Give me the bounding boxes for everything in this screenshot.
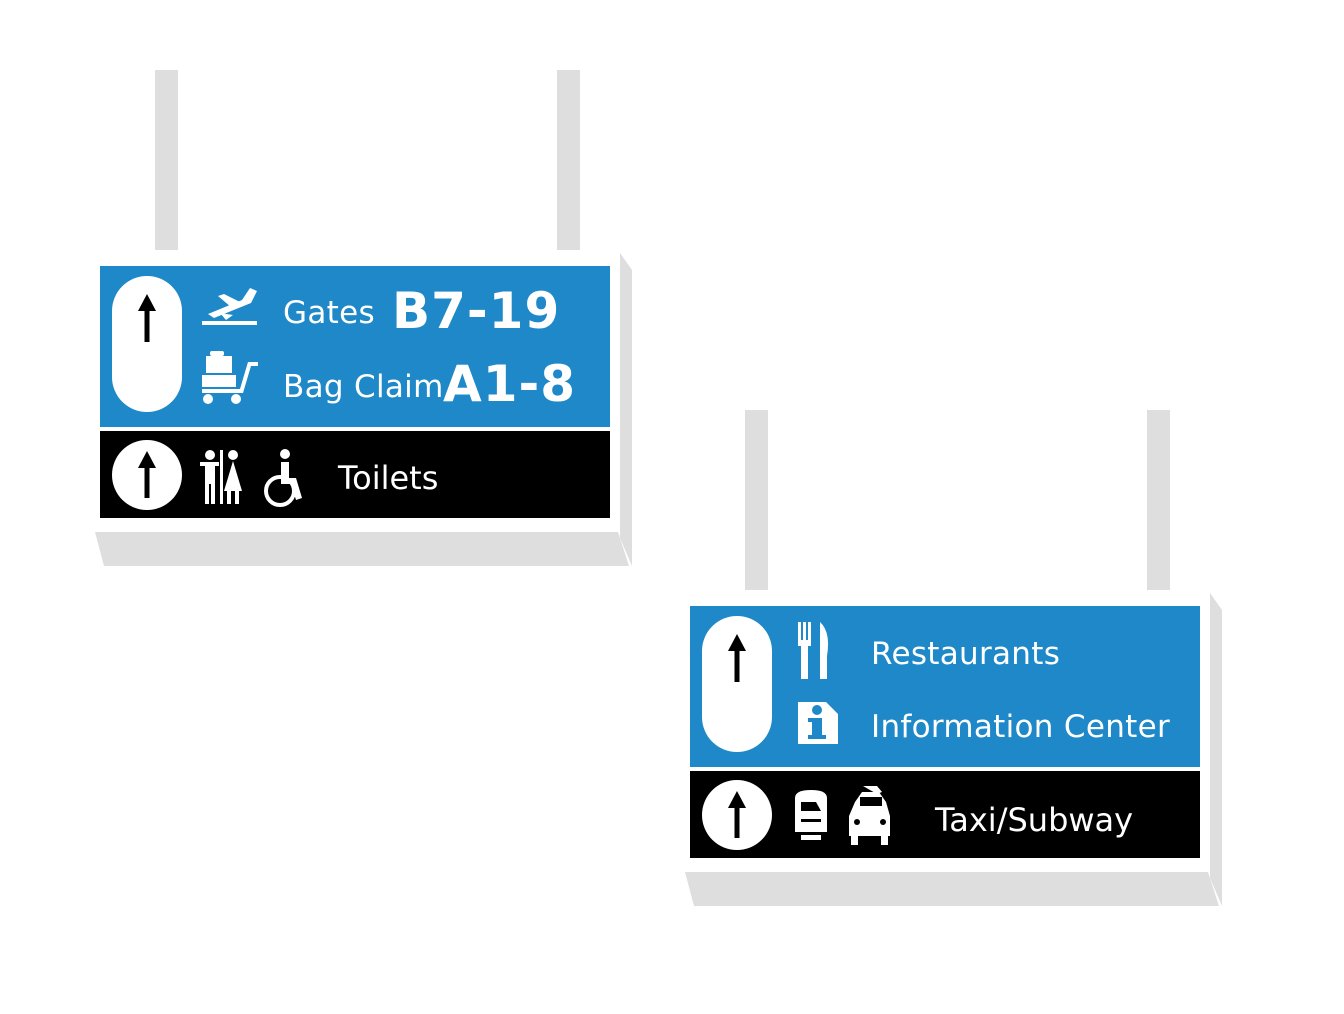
sign-frame-side [620, 253, 632, 566]
up-arrow-icon [112, 276, 182, 412]
hanger-rod-left [155, 70, 178, 250]
sign-frame-base [685, 872, 1219, 906]
sign-restaurants-transport: Restaurants Information Center Taxi/Subw… [680, 410, 1225, 910]
departing-plane-icon [202, 288, 257, 325]
baggage-cart-icon [202, 351, 258, 404]
hanger-rod-right [1147, 410, 1170, 590]
hanger-rod-right [557, 70, 580, 250]
fork-knife-icon [798, 622, 829, 679]
sign-frame-side [1210, 593, 1222, 906]
blue-panel [100, 266, 610, 427]
black-panel [690, 771, 1200, 858]
hanger-rod-left [745, 410, 768, 590]
information-icon [798, 702, 838, 744]
subway-train-icon [795, 790, 827, 840]
sign-gates-baggage: Gates B7-19 Bag Claim A1-8 Toilets [90, 70, 635, 570]
gates-label: Gates [283, 295, 375, 331]
black-panel [100, 431, 610, 518]
blue-panel [690, 606, 1200, 767]
toilets-man-woman-icon [200, 450, 242, 504]
bag-claim-range: A1-8 [443, 355, 577, 413]
up-arrow-icon [702, 780, 772, 850]
taxi-subway-label: Taxi/Subway [935, 801, 1134, 839]
up-arrow-icon [702, 616, 772, 752]
sign-frame-base [95, 532, 629, 566]
up-arrow-icon [112, 440, 182, 510]
information-center-label: Information Center [871, 709, 1171, 745]
wheelchair-icon [264, 449, 302, 507]
restaurants-label: Restaurants [871, 636, 1061, 672]
taxi-icon [849, 786, 890, 845]
bag-claim-label: Bag Claim [283, 369, 444, 405]
gates-range: B7-19 [392, 282, 561, 340]
toilets-label: Toilets [338, 459, 439, 497]
